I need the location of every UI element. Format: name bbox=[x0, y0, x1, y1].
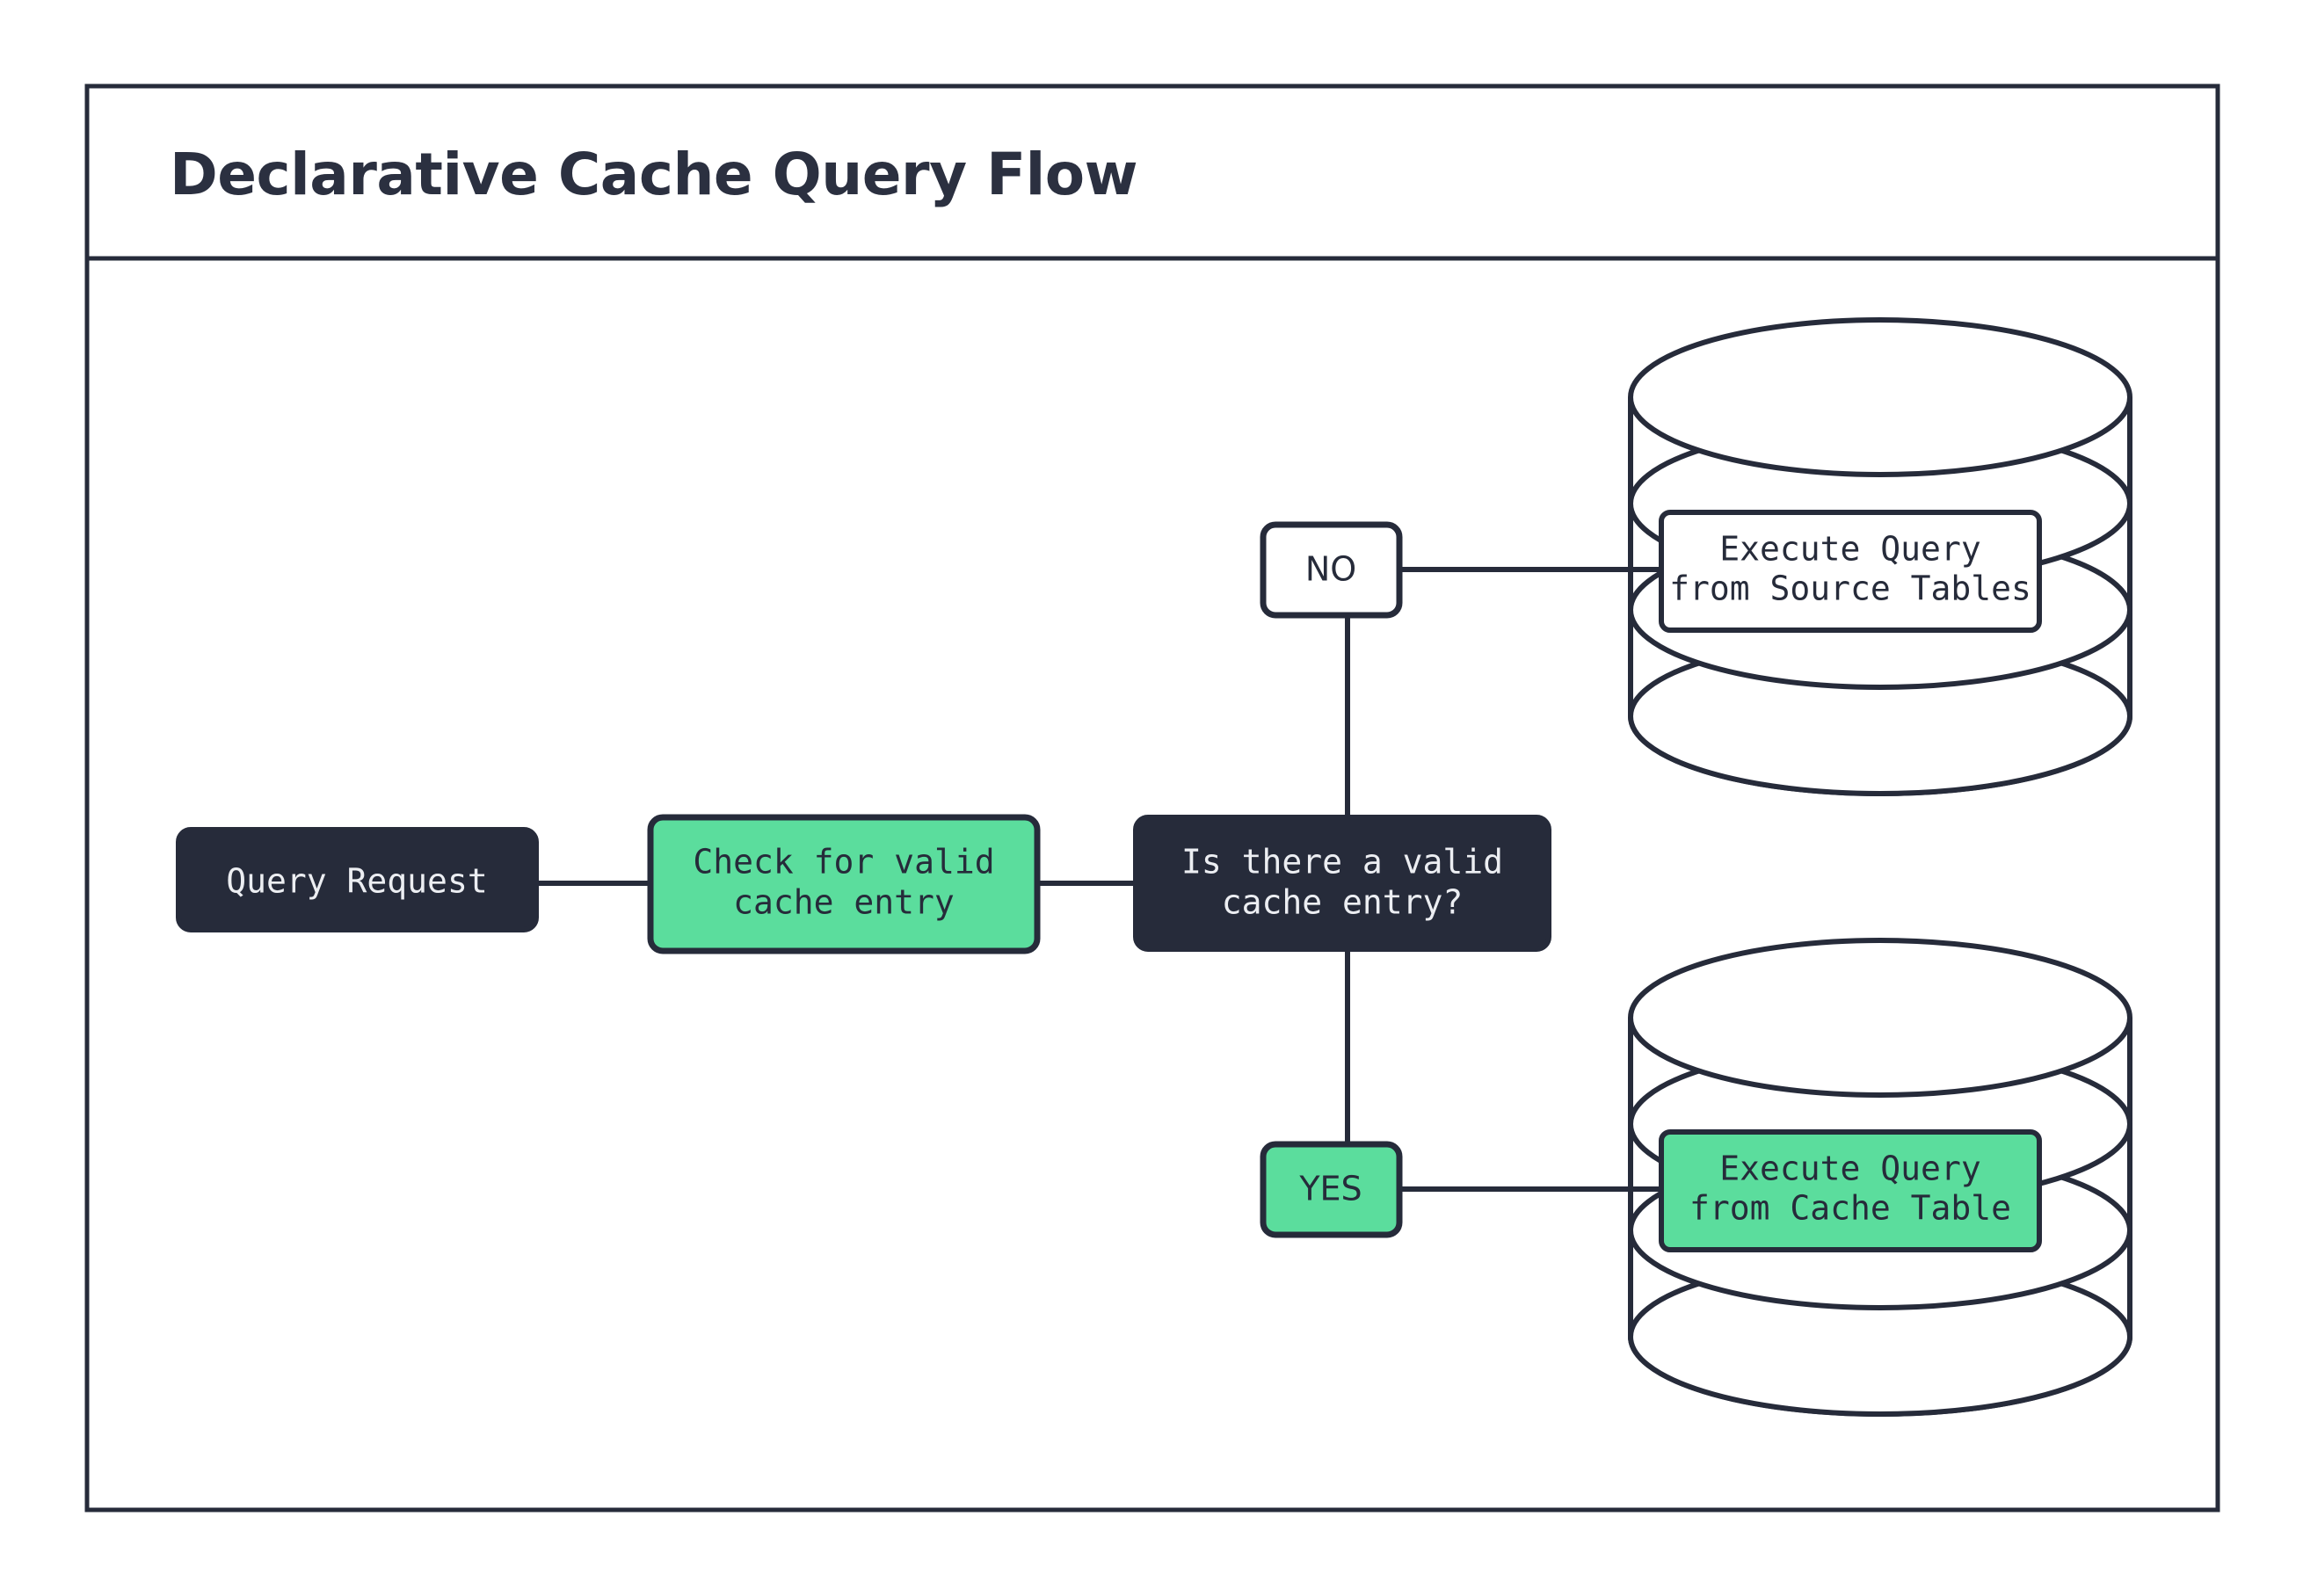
node-decision-line2: cache entry? bbox=[1222, 883, 1464, 922]
page-title: Declarative Cache Query Flow bbox=[170, 141, 1137, 208]
branch-label-no[interactable] bbox=[1260, 521, 1403, 619]
node-decision-valid-cache[interactable] bbox=[1133, 815, 1551, 952]
cache-db-label-box bbox=[1659, 1129, 2042, 1252]
source-db-label-line2: from Source Tables bbox=[1669, 569, 2031, 608]
node-decision-line1: Is there a valid bbox=[1181, 843, 1503, 881]
branch-label-yes-text: YES bbox=[1298, 1170, 1362, 1208]
node-query-request-label: Query Request bbox=[226, 862, 487, 901]
source-db-label-box bbox=[1659, 510, 2042, 633]
diagram-frame bbox=[84, 83, 2220, 1513]
node-query-request[interactable] bbox=[176, 827, 539, 932]
node-check-cache-entry[interactable] bbox=[647, 814, 1041, 954]
branch-label-yes[interactable] bbox=[1260, 1141, 1403, 1238]
source-db-label-line1: Execute Query bbox=[1719, 530, 1980, 569]
cache-db-label-line1: Execute Query bbox=[1719, 1150, 1980, 1188]
node-check-cache-entry-line1: Check for valid bbox=[693, 843, 994, 881]
branch-label-no-text: NO bbox=[1305, 550, 1356, 589]
node-check-cache-entry-line2: cache entry bbox=[733, 883, 955, 922]
cache-db-label-line2: from Cache Table bbox=[1689, 1189, 2011, 1228]
